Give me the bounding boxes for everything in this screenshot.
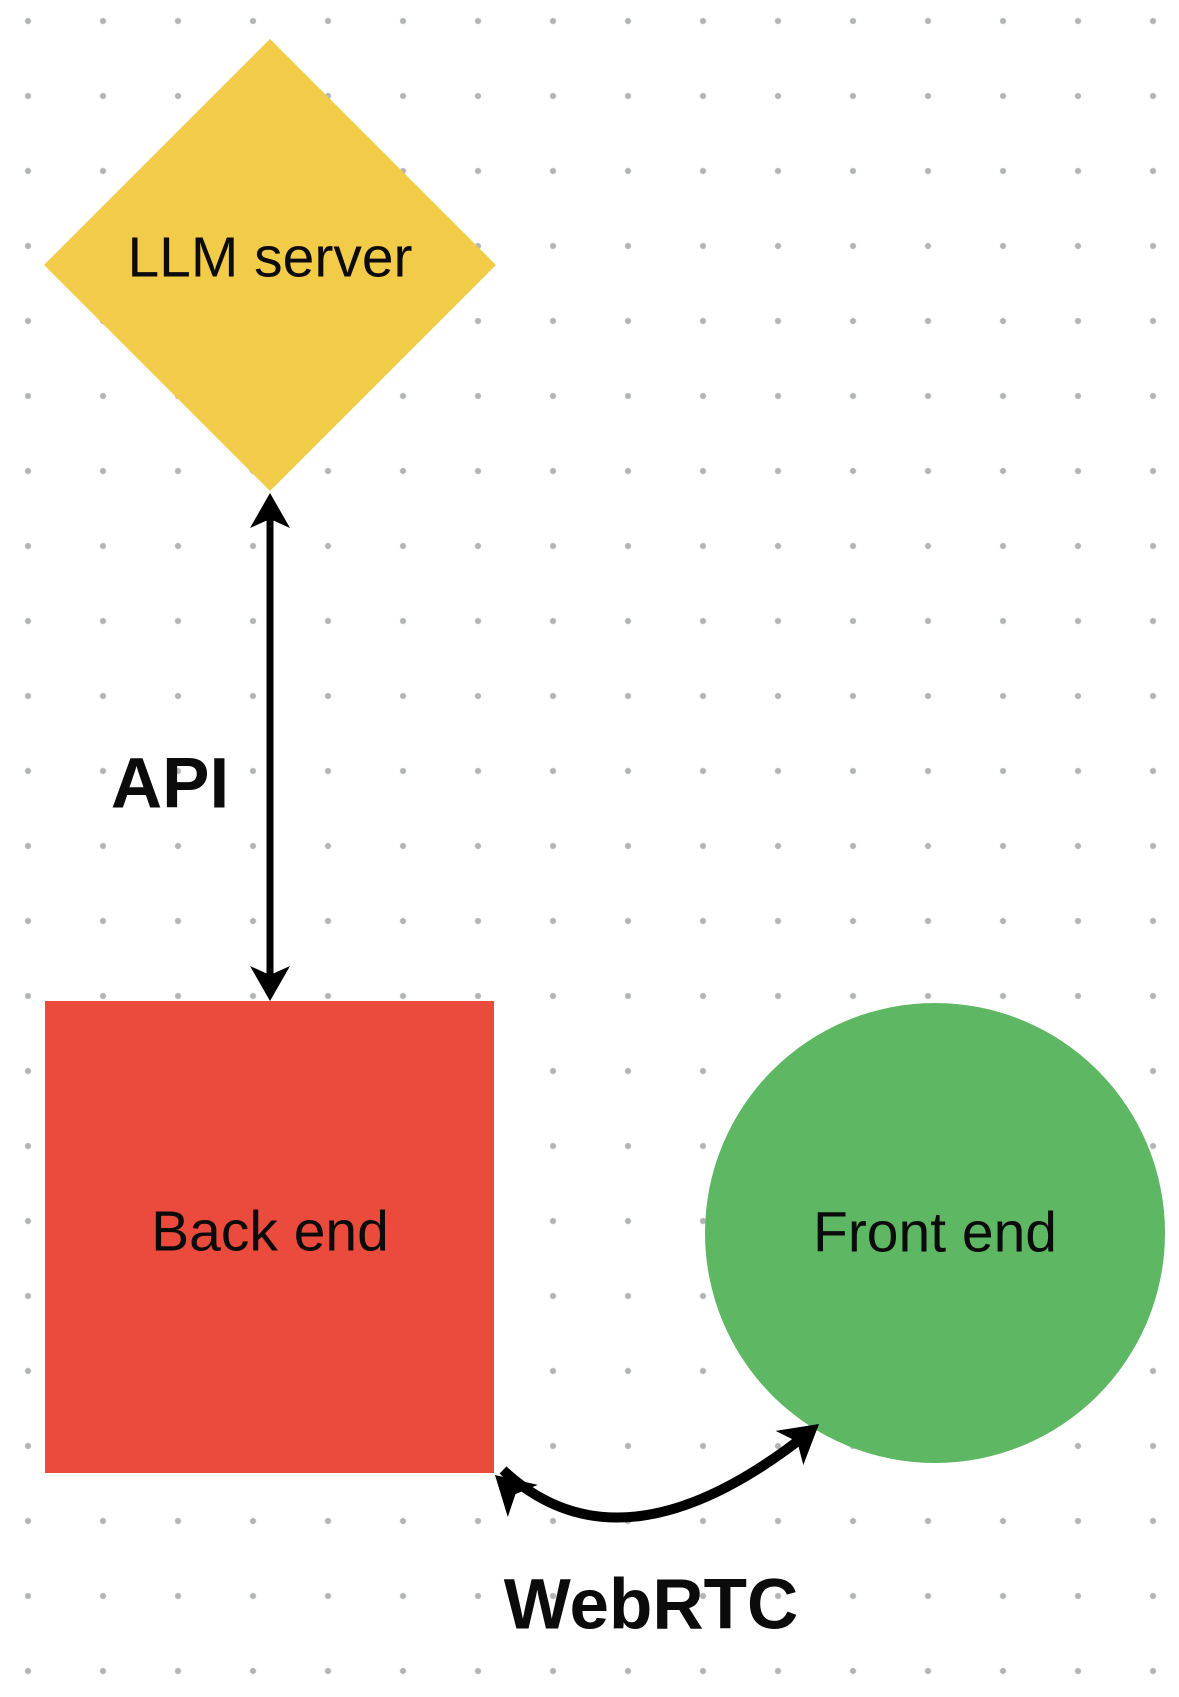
back-end-label[interactable]: Back end bbox=[151, 1199, 389, 1264]
front-end-label[interactable]: Front end bbox=[813, 1200, 1057, 1265]
api-connector-label[interactable]: API bbox=[110, 744, 230, 824]
api-arrowhead-bottom-icon bbox=[250, 966, 290, 1001]
llm-server-label[interactable]: LLM server bbox=[127, 225, 413, 290]
webrtc-connector-label[interactable]: WebRTC bbox=[503, 1565, 799, 1645]
back-end-square-shape[interactable] bbox=[45, 1001, 494, 1473]
front-end-circle-shape[interactable] bbox=[705, 1003, 1165, 1463]
webrtc-connector[interactable] bbox=[480, 1407, 833, 1523]
llm-server-diamond-shape[interactable] bbox=[44, 39, 496, 491]
webrtc-connector-shaft[interactable] bbox=[499, 1426, 816, 1523]
api-arrowhead-top-icon bbox=[250, 493, 290, 528]
api-connector[interactable] bbox=[250, 493, 290, 1001]
webrtc-arrowhead-right-icon bbox=[775, 1424, 819, 1466]
webrtc-arrowhead-left-icon bbox=[495, 1475, 538, 1518]
